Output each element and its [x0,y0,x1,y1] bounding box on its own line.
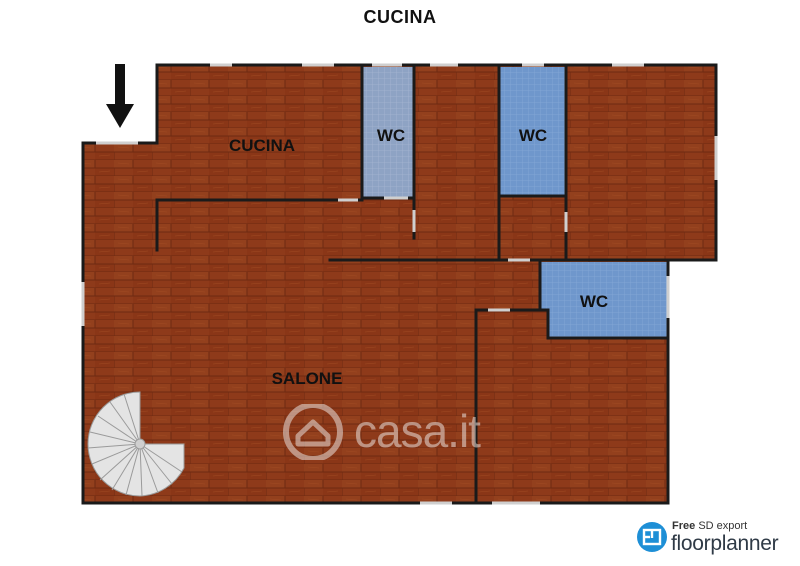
floor-wc-2 [499,67,566,195]
room-label-wc-3: WC [580,292,608,311]
watermark-text: casa.it [354,405,481,457]
floorplanner-logo-icon [637,522,667,552]
floor-areas [83,65,716,503]
spiral-staircase-icon [87,391,185,497]
room-label-cucina: CUCINA [229,136,295,155]
plan-title: CUCINA [363,7,437,27]
entrance-arrow-icon [106,64,134,128]
room-label-wc-1: WC [377,126,405,145]
brand-name: floorplanner [671,532,779,555]
room-label-wc-2: WC [519,126,547,145]
watermark: casa.it [282,404,532,460]
brand-prefix: Free [672,520,696,532]
windows [81,63,718,505]
walls [81,63,718,505]
floor-wc-1 [362,67,414,197]
room-label-salone: SALONE [272,369,343,388]
floorplanner-brand: Free SD export floorplanner [632,518,800,558]
house-icon [283,404,343,460]
brand-subtitle: Free SD export [672,520,747,532]
floor-wc-3 [540,262,668,338]
brand-product: SD export [698,520,748,532]
